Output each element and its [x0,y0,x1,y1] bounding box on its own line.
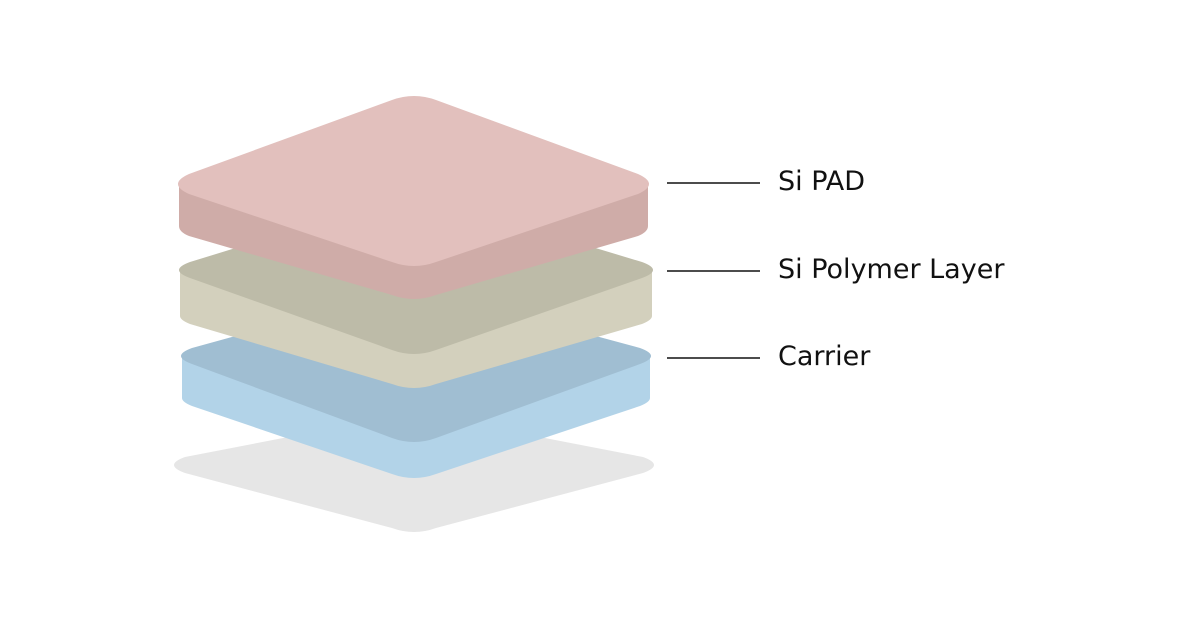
pad-layer [178,96,649,299]
pad-layer-top [178,96,649,266]
polymer-label: Si Polymer Layer [778,254,1005,285]
pad-label: Si PAD [778,166,866,197]
carrier-label: Carrier [778,341,871,372]
